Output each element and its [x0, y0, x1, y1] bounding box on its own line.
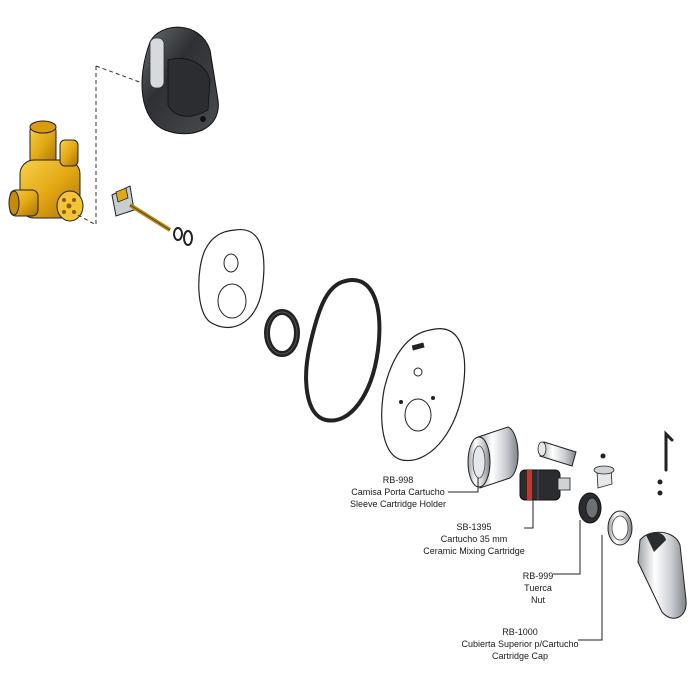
pin-rod-part [537, 441, 577, 467]
label-cartridge-cap: RB-1000 Cubierta Superior p/Cartucho Car… [450, 626, 590, 662]
nut-part [578, 492, 602, 524]
label-leader-lines [448, 478, 603, 641]
label-cartridge-english: Ceramic Mixing Cartridge [423, 546, 525, 556]
screw-part [593, 465, 615, 489]
label-sleeve-cartridge-holder: RB-998 Camisa Porta Cartucho Sleeve Cart… [336, 474, 460, 510]
small-o-rings [173, 227, 193, 246]
ceramic-mixing-cartridge-part [519, 469, 571, 501]
dashed-leader-lines [77, 65, 146, 226]
sleeve-cartridge-holder-part [467, 426, 519, 489]
allen-key-part [664, 430, 674, 472]
label-cartridge-code: SB-1395 [456, 522, 492, 532]
large-oval-gasket [304, 278, 382, 423]
diverter-stem [111, 185, 172, 232]
label-cap-english: Cartridge Cap [491, 651, 549, 661]
label-nut-code: RB-999 [522, 571, 554, 581]
gasket-plate [198, 229, 265, 329]
label-nut: RB-999 Tuerca Nut [518, 570, 558, 606]
trim-plate [381, 328, 466, 462]
label-ceramic-mixing-cartridge: SB-1395 Cartucho 35 mm Ceramic Mixing Ca… [412, 521, 536, 557]
label-nut-spanish: Tuerca [524, 583, 552, 593]
label-sleeve-code: RB-998 [382, 475, 414, 485]
label-nut-english: Nut [530, 595, 545, 605]
label-sleeve-spanish: Camisa Porta Cartucho [351, 487, 445, 497]
set-screws [600, 453, 663, 496]
label-sleeve-english: Sleeve Cartridge Holder [349, 499, 447, 509]
brass-valve-body [8, 120, 84, 222]
label-cartridge-spanish: Cartucho 35 mm [440, 534, 508, 544]
medium-o-ring [264, 309, 300, 357]
dark-handle-assembly [141, 26, 219, 135]
lever-handle-part [637, 531, 687, 619]
label-cap-spanish: Cubierta Superior p/Cartucho [461, 639, 579, 649]
label-cap-code: RB-1000 [502, 627, 538, 637]
cartridge-cap-part [607, 510, 633, 546]
